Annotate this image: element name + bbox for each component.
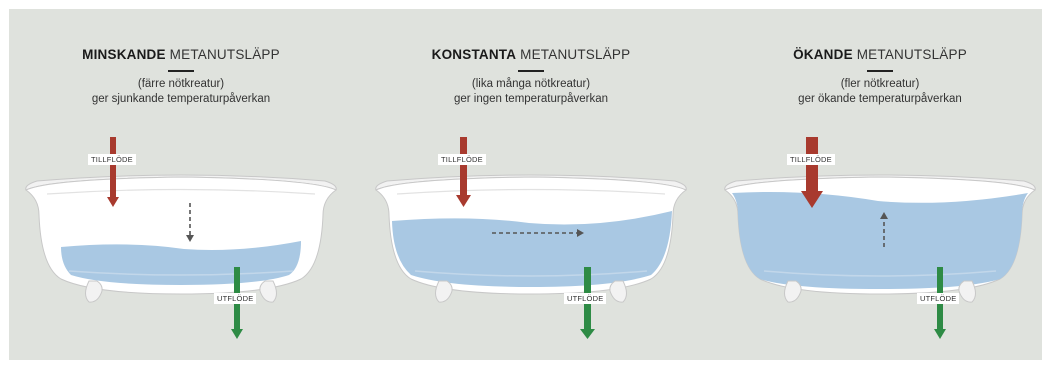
outflow-arrowhead [231,329,243,339]
tub-foot-right [959,281,976,302]
diagram-panel: MINSKANDE METANUTSLÄPP (färre nötkreatur… [9,9,1042,360]
tub-foot-left [785,281,802,302]
panel-constant: KONSTANTA METANUTSLÄPP (lika många nötkr… [359,9,703,360]
inflow-arrow [806,137,818,193]
tub-foot-right [260,281,277,302]
inflow-arrow [460,137,467,197]
panel-increasing: ÖKANDE METANUTSLÄPP (fler nötkreatur) ge… [708,9,1051,360]
bathtub-medium-water [359,9,703,360]
tub-foot-left [436,281,453,302]
inflow-label: TILLFLÖDE [88,154,136,165]
inflow-label: TILLFLÖDE [787,154,835,165]
tub-foot-right [610,281,627,302]
outflow-label: UTFLÖDE [564,293,606,304]
outflow-label: UTFLÖDE [917,293,959,304]
inflow-arrow [110,137,116,197]
bathtub-low-water [9,9,353,360]
tub-foot-left [86,281,103,302]
water [732,192,1028,289]
outflow-arrowhead [580,329,595,339]
outflow-arrowhead [934,329,946,339]
outflow-label: UTFLÖDE [214,293,256,304]
inflow-label: TILLFLÖDE [438,154,486,165]
panel-decreasing: MINSKANDE METANUTSLÄPP (färre nötkreatur… [9,9,353,360]
bathtub-high-water [708,9,1051,360]
